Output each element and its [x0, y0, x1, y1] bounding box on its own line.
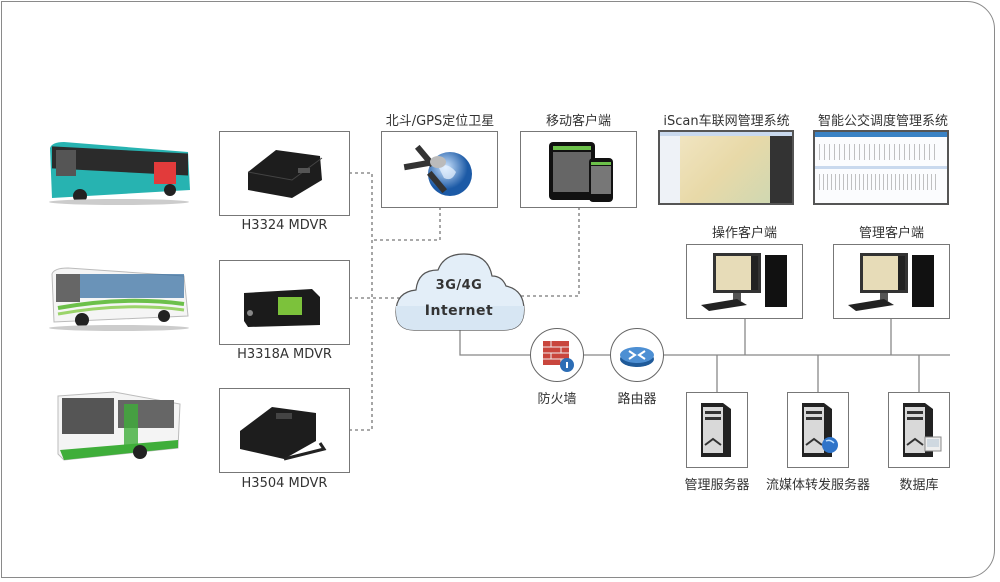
operate-client-box	[686, 244, 803, 319]
firewall-node	[530, 328, 584, 382]
media-server-label: 流媒体转发服务器	[765, 478, 870, 493]
router-icon	[620, 347, 654, 367]
pc-workstation-icon	[701, 253, 787, 311]
firewall-label: 防火墙	[537, 392, 577, 407]
database-server-icon	[903, 403, 942, 457]
manage-client-box	[833, 244, 950, 319]
bus-1-image	[49, 142, 190, 205]
dotted-link-mobile	[520, 207, 580, 297]
mobile-devices-icon	[549, 142, 613, 202]
manage-client-label: 管理客户端	[858, 226, 924, 241]
manage-server-box	[686, 392, 748, 468]
firewall-icon	[543, 341, 574, 372]
database-label: 数据库	[899, 478, 939, 493]
mdvr-h3504-box	[219, 388, 350, 473]
cloud-line2: Internet	[424, 303, 494, 319]
satellite-box	[381, 131, 498, 208]
database-box	[888, 392, 950, 468]
cloud-line1: 3G/4G	[435, 278, 483, 293]
iscan-system-label: iScan车联网管理系统	[663, 114, 790, 129]
mdvr-h3318a-label: H3318A MDVR	[237, 347, 332, 362]
bus-2-image	[49, 267, 189, 331]
bus-dispatch-system-label: 智能公交调度管理系统	[817, 114, 948, 129]
media-server-box	[787, 392, 849, 468]
router-label: 路由器	[617, 392, 657, 407]
media-server-icon	[802, 403, 838, 457]
mdvr-h3324-box	[219, 131, 350, 216]
iscan-system-screenshot	[658, 130, 794, 205]
bus-dispatch-system-screenshot	[813, 130, 949, 205]
dotted-link-satellite	[372, 207, 441, 241]
router-node	[610, 328, 664, 382]
operate-client-label: 操作客户端	[711, 226, 777, 241]
bus-3-image	[57, 391, 181, 461]
satellite-label: 北斗/GPS定位卫星	[385, 114, 495, 129]
server-tower-icon	[701, 403, 731, 457]
mdvr-h3318a-box	[219, 260, 350, 345]
mdvr-h3504-label: H3504 MDVR	[241, 476, 328, 491]
pc-workstation-icon	[848, 253, 934, 311]
satellite-globe-icon	[403, 144, 472, 196]
manage-server-label: 管理服务器	[684, 478, 750, 493]
mdvr-h3504-icon	[240, 407, 327, 461]
mdvr-h3324-label: H3324 MDVR	[241, 218, 328, 233]
line-cloud-firewall	[459, 330, 530, 356]
internet-cloud-icon	[395, 253, 525, 331]
mobile-client-label: 移动客户端	[545, 114, 611, 129]
mdvr-h3318a-icon	[244, 289, 320, 327]
mdvr-h3324-icon	[247, 150, 323, 198]
mobile-client-box	[520, 131, 637, 208]
dotted-link-h3324-h3504	[349, 172, 373, 431]
